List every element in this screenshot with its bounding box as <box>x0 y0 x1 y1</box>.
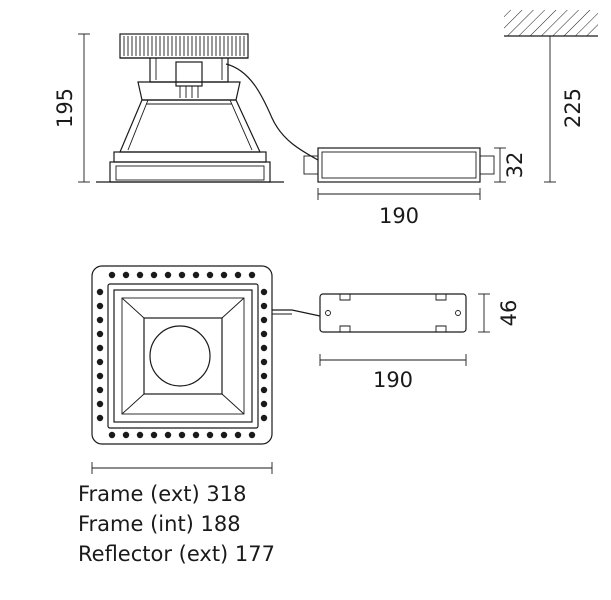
driver-top <box>319 293 467 333</box>
reflector-opening <box>143 317 223 395</box>
reflector-side <box>119 99 261 153</box>
dim-driver-width-top: 46 <box>497 300 521 327</box>
ceiling-hatch <box>504 10 598 37</box>
spec-frame-int: Frame (int) 188 <box>78 512 241 536</box>
heatsink <box>119 33 249 59</box>
frame-inner <box>107 283 259 429</box>
side-view <box>96 10 598 183</box>
dim-side-total-height: 195 <box>53 88 77 128</box>
cable-top <box>272 309 321 317</box>
spec-reflector-ext: Reflector (ext) 177 <box>78 542 276 566</box>
frame-side <box>96 151 284 183</box>
mounting-holes <box>96 271 268 439</box>
dim-ceiling-drop: 225 <box>561 88 585 128</box>
led-lens <box>149 325 211 387</box>
driver-side <box>303 147 495 183</box>
top-view <box>91 265 467 445</box>
bracket <box>137 58 241 101</box>
dim-driver-length-side: 190 <box>379 204 419 228</box>
dimension-lines-side <box>78 33 556 200</box>
dim-driver-length-top: 190 <box>373 368 413 392</box>
frame-outer <box>91 265 273 445</box>
cable-side <box>225 63 319 161</box>
dimension-lines-top <box>91 293 490 474</box>
dim-driver-height: 32 <box>503 152 527 179</box>
spec-frame-ext: Frame (ext) 318 <box>78 482 247 506</box>
